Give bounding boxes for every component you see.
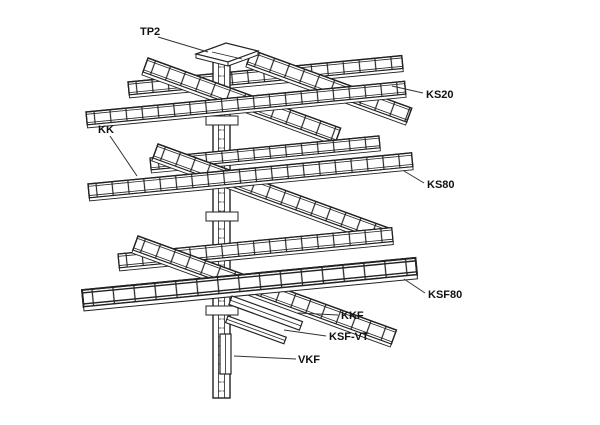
leader-kkf: [297, 312, 339, 316]
post-clamp-bottom: [205, 305, 239, 316]
post-clamp-top: [205, 115, 239, 126]
leader-vkf: [233, 355, 297, 360]
bracket-ksf-vt: [224, 315, 288, 345]
leader-ksf80: [403, 278, 426, 294]
label-ksf-vt: KSF-VT: [329, 331, 369, 343]
label-ks80: KS80: [427, 179, 455, 191]
leader-kk: [109, 135, 138, 177]
label-kk: KK: [98, 124, 114, 136]
leader-ks20: [391, 85, 424, 94]
cable-ladder-middle-front: [87, 152, 414, 202]
label-kkf: KKF: [341, 310, 364, 322]
label-tp2: TP2: [140, 26, 160, 38]
label-vkf: VKF: [298, 354, 320, 366]
cable-tray-ksf80: [81, 256, 419, 312]
leader-tp2: [157, 36, 209, 53]
leader-ksf-vt: [283, 329, 327, 337]
cable-ladder-top-front: [85, 80, 407, 129]
bracket-vkf: [219, 333, 232, 375]
label-ksf80: KSF80: [428, 289, 462, 301]
label-ks20: KS20: [426, 89, 454, 101]
bracket-kkf: [228, 295, 304, 331]
post-clamp-middle: [205, 211, 239, 222]
leader-ks80: [403, 170, 425, 184]
top-plate: [193, 42, 261, 67]
